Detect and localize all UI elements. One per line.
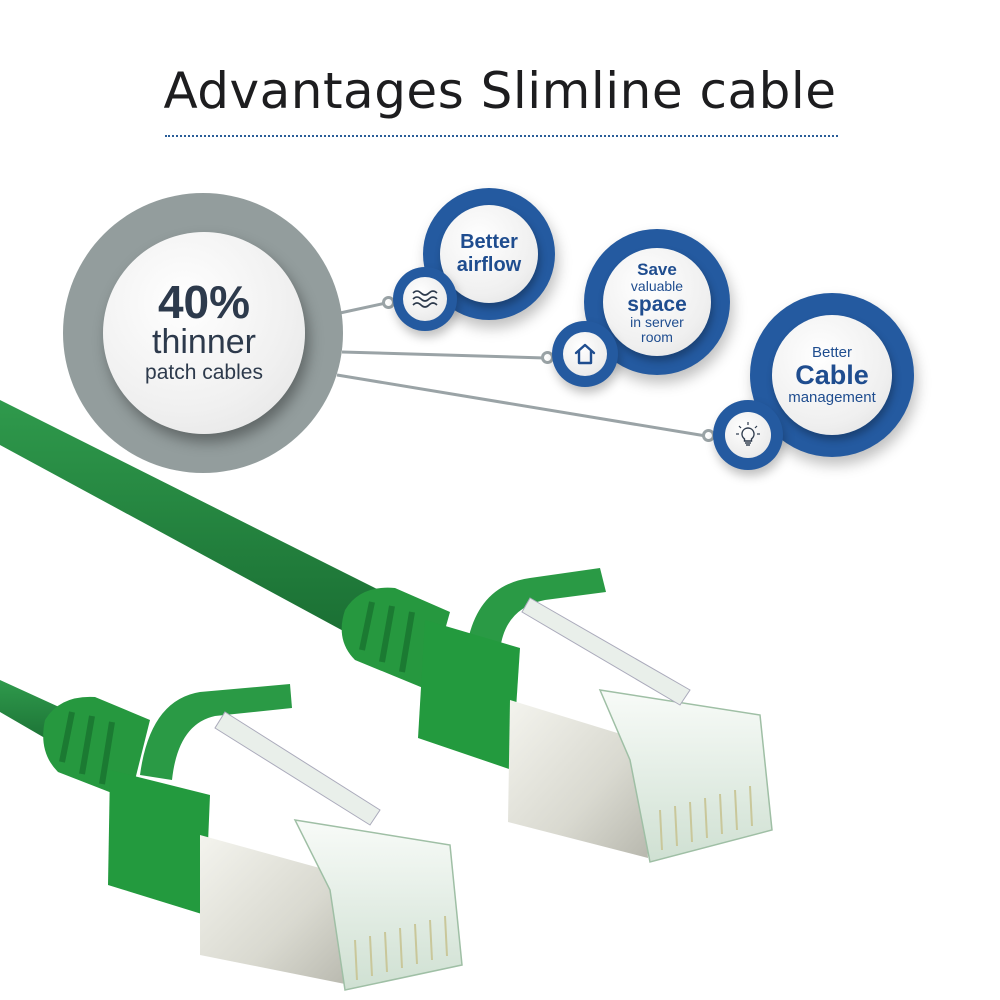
main-badge-disc [103,232,305,434]
benefit-cable-management-label: Better Cable management [788,343,876,406]
title-dotted-underline [165,135,838,137]
benefit-airflow-label: Better airflow [456,231,522,276]
main-badge-line2: patch cables [145,361,263,384]
cable-lower [0,680,463,991]
benefit-space-label: Save valuable space in server room [627,259,687,345]
airflow-waves-icon [403,277,447,321]
main-badge-percent: 40% [157,276,251,328]
benefit-airflow-disc [440,205,538,303]
main-badge: 40% thinner patch cables [103,232,305,434]
page-title: Advantages Slimline cable [163,62,837,120]
benefit-cable-management-disc [772,315,892,435]
lightbulb-icon [725,412,771,458]
benefit-space-disc [603,248,711,356]
main-badge-line1: thinner [152,323,256,361]
house-icon [563,332,607,376]
cable-upper [0,400,773,863]
